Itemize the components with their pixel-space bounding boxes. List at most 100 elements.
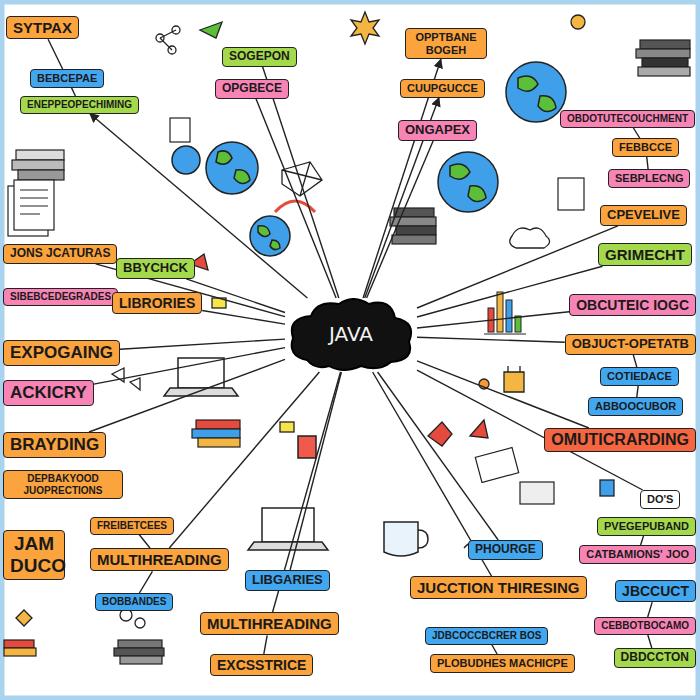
topic-box: OPGBECE <box>215 79 289 99</box>
drawing-stroke <box>518 76 556 112</box>
connector-line <box>263 67 339 298</box>
topic-text: ONGAPEX <box>405 123 470 138</box>
drawing-stroke <box>280 422 294 432</box>
connector-line <box>120 339 285 349</box>
connector-line <box>648 602 653 617</box>
topic-box: BEBCEPAE <box>30 69 104 88</box>
drawing-stroke <box>438 152 498 212</box>
connector-line <box>48 39 63 69</box>
drawing-stroke <box>504 366 524 392</box>
drawing-stroke <box>20 190 48 214</box>
drawing-stroke <box>16 610 32 626</box>
drawing-stroke <box>298 436 316 458</box>
topic-box: SYTPAX <box>6 16 79 39</box>
topic-text: ACKICRY <box>10 383 87 403</box>
topic-text: CUUPGUCCE <box>407 82 478 95</box>
drawing-stroke <box>600 480 614 496</box>
topic-text: BBYCHCK <box>123 261 188 276</box>
topic-text: JBCCUCT <box>622 583 689 599</box>
topic-text: ENEPPEOPECHIMING <box>27 99 132 111</box>
topic-text: SOGEPON <box>229 50 290 64</box>
center-cloud: JAVA <box>285 298 417 372</box>
topic-text: PLOBUDHES MACHICPE <box>437 657 568 670</box>
connector-line <box>264 635 267 654</box>
drawing-stroke <box>200 22 222 38</box>
drawing-stroke <box>450 164 486 202</box>
drawing-stroke <box>118 640 162 648</box>
drawing-stroke <box>384 522 418 556</box>
topic-box: FEBBCCE <box>612 138 679 157</box>
drawing-stroke <box>170 118 190 142</box>
drawing-stroke <box>164 388 238 396</box>
drawing-stroke <box>248 542 328 550</box>
drawing-stroke <box>515 316 521 332</box>
topic-box: SEBPLECNG <box>608 169 690 188</box>
drawing-stroke <box>638 67 690 76</box>
connector-line <box>94 348 285 385</box>
topic-box: SOGEPON <box>222 47 297 67</box>
topic-box: PLOBUDHES MACHICPE <box>430 654 575 673</box>
drawing-stroke <box>470 420 488 438</box>
drawing-stroke <box>120 656 162 664</box>
topic-text: LIBGARIES <box>252 573 323 588</box>
topic-text: JAVA <box>285 322 417 346</box>
topic-box: JUCCTION THIRESING <box>410 576 587 599</box>
connector-line <box>169 372 319 548</box>
topic-box: EXPOGAING <box>3 340 120 366</box>
drawing-stroke <box>4 640 34 648</box>
drawing-stroke <box>198 438 240 447</box>
drawing-stroke <box>428 422 452 446</box>
topic-box: CPEVELIVE <box>600 205 687 226</box>
topic-box: BRAYDING <box>3 432 106 458</box>
topic-text: DEPBAKYOOD JUOPRECTIONS <box>10 473 116 496</box>
topic-text: OBCUTEIC IOGC <box>576 297 689 313</box>
connector-line <box>378 372 499 540</box>
topic-text: OPPTBANE BOGEH <box>412 31 480 56</box>
topic-box: CEBBOTBOCAMO <box>594 617 696 635</box>
drawing-stroke <box>642 58 688 67</box>
topic-box: ABBOOCUBOR <box>588 397 683 416</box>
topic-box: CUUPGUCCE <box>400 79 485 98</box>
drawing-stroke <box>12 160 64 170</box>
topic-text: JAM DUCO <box>10 533 58 577</box>
topic-box: OBDOTUTECOUCHMENT <box>560 110 695 128</box>
topic-text: DBDCCTON <box>621 651 689 665</box>
topic-text: BOBBANDES <box>102 596 166 608</box>
drawing-stroke <box>571 15 585 29</box>
topic-text: FREIBETCEES <box>97 520 167 532</box>
drawing-stroke <box>506 300 512 332</box>
drawing-stroke <box>520 482 554 504</box>
connector-line <box>256 99 336 298</box>
drawing-stroke <box>250 216 290 256</box>
drawing-stroke <box>192 429 240 438</box>
documents <box>8 118 584 504</box>
topic-text: EXCSSTRICE <box>217 657 306 673</box>
connector-line <box>417 312 569 328</box>
topic-text: MULTIHREADING <box>207 615 332 632</box>
drawing-stroke <box>510 228 550 248</box>
topic-box: ONGAPEX <box>398 120 477 141</box>
topic-text: BRAYDING <box>10 435 99 455</box>
drawing-stroke <box>262 508 314 542</box>
topic-box: JDBCOCCBCRER BOS <box>425 627 548 645</box>
topic-text: BEBCEPAE <box>37 72 97 85</box>
topic-box: BBYCHCK <box>116 258 195 279</box>
topic-box: JONS JCATURAS <box>3 244 117 264</box>
drawing-stroke <box>497 292 503 332</box>
drawing-stroke <box>640 40 690 49</box>
topic-text: OMUTICRARDING <box>551 431 689 449</box>
topic-box: EXCSSTRICE <box>210 654 313 676</box>
drawing-stroke <box>178 358 224 388</box>
connector-line <box>139 535 150 549</box>
topic-text: OBDOTUTECOUCHMENT <box>567 113 688 125</box>
topic-text: PVEGEPUBAND <box>604 520 689 533</box>
drawing-stroke <box>160 30 176 50</box>
connector-line <box>367 141 434 298</box>
topic-text: GRIMECHT <box>605 246 685 263</box>
connector-line <box>90 114 308 299</box>
drawing-stroke <box>351 12 379 44</box>
topic-box: ACKICRY <box>3 380 94 406</box>
topic-box: BOBBANDES <box>95 593 173 611</box>
